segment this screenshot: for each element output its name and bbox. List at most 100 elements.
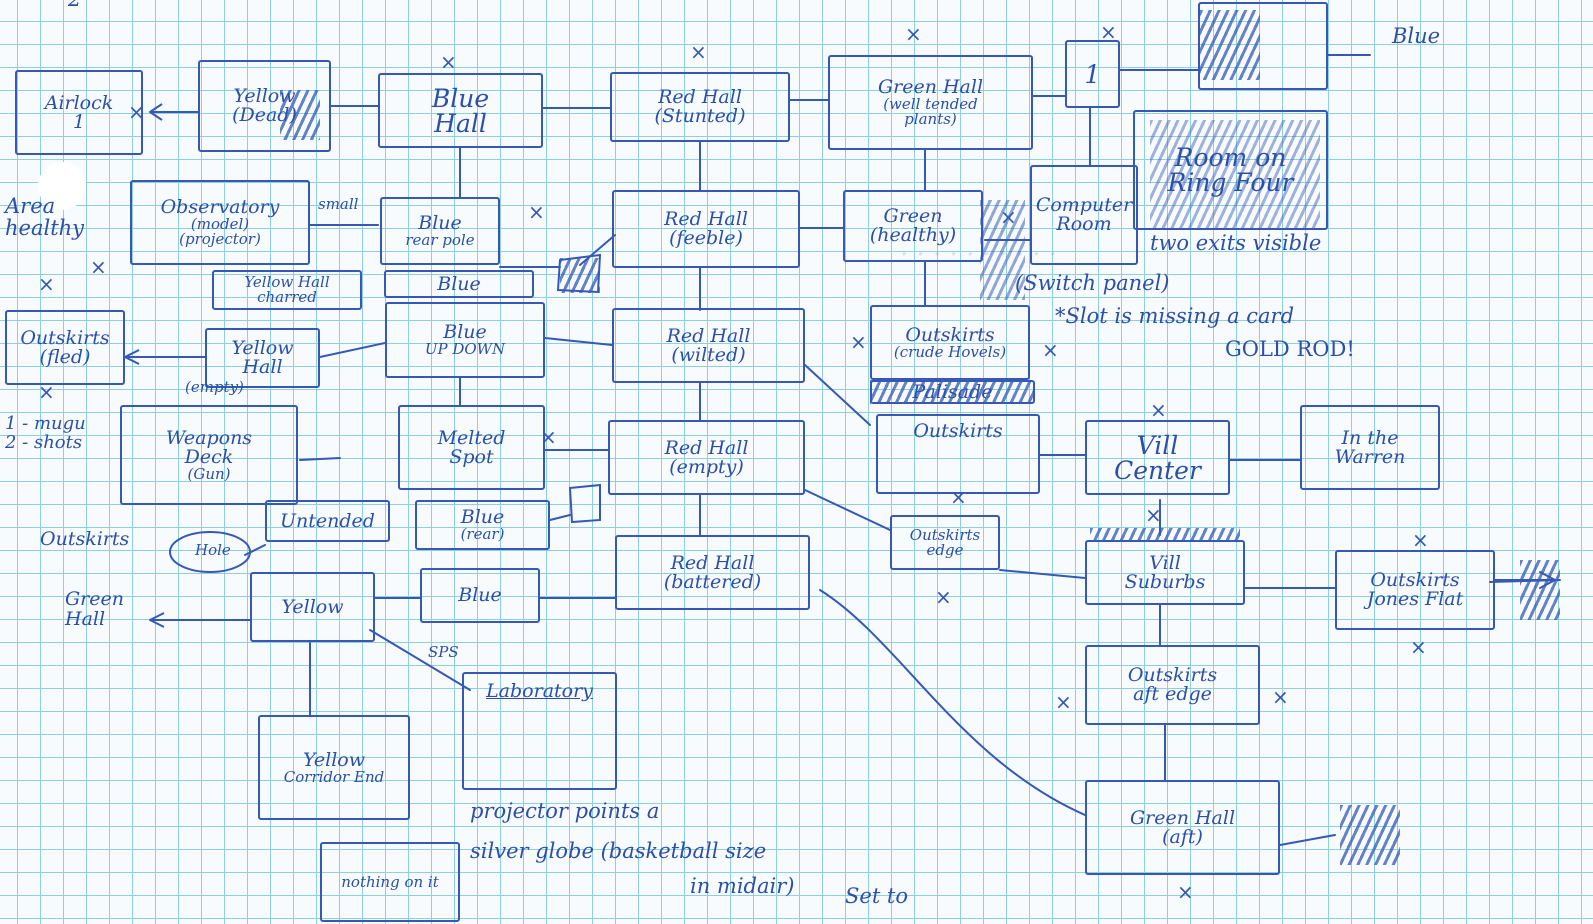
exit-mark: × xyxy=(1055,690,1072,714)
room-label: Yellow xyxy=(282,598,344,617)
connector xyxy=(1000,570,1085,578)
room-label: Palisade xyxy=(913,383,993,402)
room-label: (rear) xyxy=(461,527,505,542)
room-green-healthy[interactable]: Green (healthy) xyxy=(843,190,983,262)
room-label: Laboratory xyxy=(486,682,593,701)
room-label: (healthy) xyxy=(870,226,956,245)
room-label: Jones Flat xyxy=(1367,590,1464,609)
room-yellow-corridor-end[interactable]: Yellow Corridor End xyxy=(258,715,410,820)
room-blue-rear-pole[interactable]: Blue rear pole xyxy=(380,197,500,265)
room-label: Red Hall xyxy=(671,554,755,573)
room-label: UP DOWN xyxy=(425,342,505,357)
exit-mark: × xyxy=(38,272,55,296)
room-red-hall-stunted[interactable]: Red Hall (Stunted) xyxy=(610,72,790,142)
note-blue-top-right: Blue xyxy=(1392,25,1440,47)
room-red-hall-feeble[interactable]: Red Hall (feeble) xyxy=(612,190,800,268)
room-label: Yellow xyxy=(303,751,365,770)
room-label: (feeble) xyxy=(669,229,743,248)
room-nothing-on-it[interactable]: nothing on it xyxy=(320,842,460,922)
room-on-ring-four[interactable]: Room on Ring Four xyxy=(1133,110,1328,230)
room-label: Spot xyxy=(449,448,493,467)
room-yellow-hall-charred[interactable]: Yellow Hall charred xyxy=(212,270,362,310)
room-box-1[interactable]: 1 xyxy=(1065,40,1120,108)
room-green-hall-well-tended[interactable]: Green Hall (well tended plants) xyxy=(828,55,1033,150)
exit-mark: × xyxy=(1042,338,1059,362)
room-label: (Dead) xyxy=(232,106,297,125)
room-green-hall-aft[interactable]: Green Hall (aft) xyxy=(1085,780,1280,875)
note-sps: SPS xyxy=(428,645,459,661)
room-outskirts-jones-flat[interactable]: Outskirts Jones Flat xyxy=(1335,550,1495,630)
note-set-to: Set to xyxy=(845,885,908,907)
room-vill-suburbs[interactable]: Vill Suburbs xyxy=(1085,540,1245,605)
exit-mark: × xyxy=(540,425,557,449)
room-label: edge xyxy=(927,543,964,558)
room-label: (Gun) xyxy=(187,467,230,482)
hatched-square xyxy=(570,485,600,522)
room-label: nothing on it xyxy=(341,875,439,890)
exit-mark: × xyxy=(1272,685,1289,709)
room-label: (Stunted) xyxy=(655,107,746,126)
room-label: (crude Hovels) xyxy=(894,345,1006,360)
room-airlock-1[interactable]: Airlock 1 xyxy=(15,70,143,155)
room-vill-center[interactable]: Vill Center xyxy=(1085,420,1230,495)
room-melted-spot[interactable]: Melted Spot xyxy=(398,405,545,490)
room-label: plants) xyxy=(904,112,957,127)
room-label: Airlock xyxy=(45,94,114,113)
room-blue-hall[interactable]: Blue Hall xyxy=(378,73,543,148)
connector xyxy=(545,338,612,345)
exit-mark: × xyxy=(1145,503,1162,527)
room-label: Ring Four xyxy=(1168,170,1294,195)
room-red-hall-empty[interactable]: Red Hall (empty) xyxy=(608,420,805,495)
note-small: small xyxy=(318,197,358,213)
room-blue-low[interactable]: Blue xyxy=(420,568,540,623)
room-label: Suburbs xyxy=(1125,573,1206,592)
room-label: (battered) xyxy=(664,573,761,592)
room-top-right-blue[interactable] xyxy=(1198,2,1328,90)
room-red-hall-battered[interactable]: Red Hall (battered) xyxy=(615,535,810,610)
room-label: Red Hall xyxy=(667,327,751,346)
room-outskirts-crude-hovels[interactable]: Outskirts (crude Hovels) xyxy=(870,305,1030,380)
note-mugu-shots: 1 - mugu 2 - shots xyxy=(5,415,86,453)
room-label: (wilted) xyxy=(671,346,745,365)
note-slot-missing-card: *Slot is missing a card xyxy=(1055,305,1294,327)
exit-mark: × xyxy=(440,50,457,74)
room-label: Hall xyxy=(434,111,487,136)
room-laboratory[interactable]: Laboratory xyxy=(462,672,617,790)
room-label: charred xyxy=(257,290,317,305)
room-blue-strip[interactable]: Blue xyxy=(384,270,534,298)
hatched-region xyxy=(1340,805,1400,865)
room-label: (fled) xyxy=(40,348,91,367)
room-yellow-dead[interactable]: Yellow (Dead) xyxy=(198,60,331,152)
room-blue-up-down[interactable]: Blue UP DOWN xyxy=(385,302,545,378)
room-label: (aft) xyxy=(1162,828,1203,847)
room-outskirts-palisade[interactable]: Outskirts xyxy=(876,414,1040,494)
room-label: Center xyxy=(1114,458,1201,483)
room-computer-room[interactable]: Computer Room xyxy=(1030,165,1138,265)
room-blue-rear[interactable]: Blue (rear) xyxy=(415,500,550,550)
room-label: Outskirts xyxy=(20,329,109,348)
room-label: Red Hall xyxy=(665,439,749,458)
room-untended[interactable]: Untended xyxy=(265,500,390,542)
room-red-hall-wilted[interactable]: Red Hall (wilted) xyxy=(612,308,805,383)
connector xyxy=(550,515,570,520)
room-palisade[interactable]: Palisade xyxy=(870,380,1035,404)
room-outskirts-edge[interactable]: Outskirts edge xyxy=(890,515,1000,570)
note-green-hall-left: Green Hall xyxy=(65,590,124,630)
room-label: Blue xyxy=(437,275,481,294)
note-area-healthy: Area healthy xyxy=(5,195,84,239)
exit-mark: × xyxy=(690,40,707,64)
room-yellow-low[interactable]: Yellow xyxy=(250,572,375,642)
room-observatory[interactable]: Observatory (model) (projector) xyxy=(130,180,310,265)
note-projector-1: projector points a xyxy=(470,800,659,822)
exit-mark: × xyxy=(1000,205,1017,229)
room-label: rear pole xyxy=(405,233,474,248)
room-in-the-warren[interactable]: In the Warren xyxy=(1300,405,1440,490)
exit-mark: × xyxy=(90,255,107,279)
room-outskirts-aft-edge[interactable]: Outskirts aft edge xyxy=(1085,645,1260,725)
room-weapons-deck[interactable]: Weapons Deck (Gun) xyxy=(120,405,298,505)
room-outskirts-fled[interactable]: Outskirts (fled) xyxy=(5,310,125,385)
room-label: Green Hall xyxy=(1130,809,1235,828)
room-label: 1 xyxy=(73,113,85,132)
room-label: aft edge xyxy=(1133,685,1212,704)
connector-curve xyxy=(820,590,1085,815)
